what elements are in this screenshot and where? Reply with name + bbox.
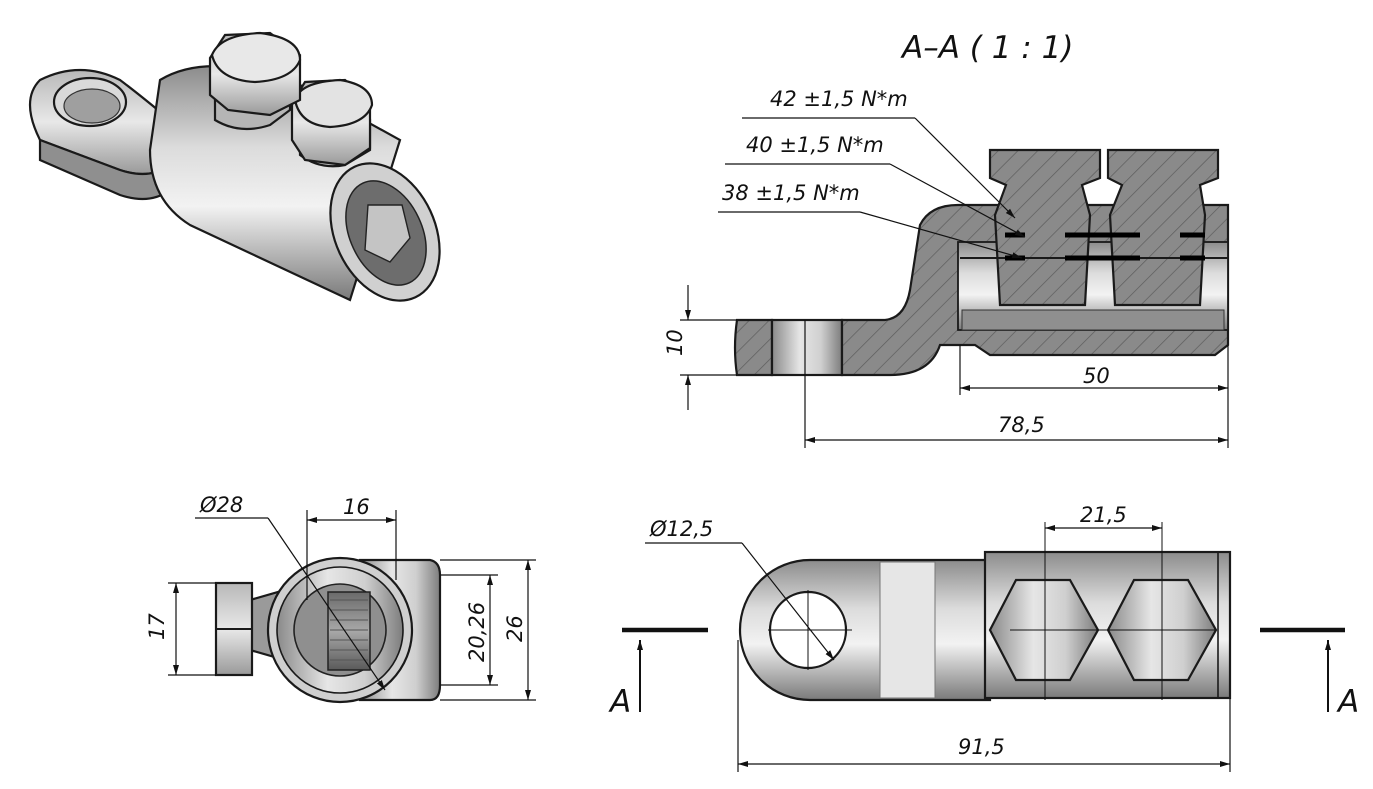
section-view-aa: A–A ( 1 : 1) 42 ±1,5 N*m 40 ±1,5 N*m [663, 30, 1230, 448]
section-marker-right: A [1260, 627, 1359, 720]
dim-section-total: 78,5 [998, 413, 1045, 437]
section-marker-left: A [608, 627, 708, 720]
dim-end-width: 16 [343, 495, 370, 519]
section-letter-right: A [1336, 684, 1359, 720]
torque-label-1: 42 ±1,5 N*m [770, 87, 908, 111]
bolt-back [208, 31, 302, 131]
dim-eye-diameter: Ø12,5 [649, 517, 713, 541]
torque-label-3: 38 ±1,5 N*m [722, 181, 860, 205]
dim-bolt-spacing: 21,5 [1080, 503, 1127, 527]
torque-callout-1: 42 ±1,5 N*m [742, 87, 1016, 219]
dim-end-height: 26 [503, 615, 527, 642]
section-title: A–A ( 1 : 1) [900, 30, 1073, 66]
dim-section-height: 10 [663, 329, 687, 356]
torque-label-2: 40 ±1,5 N*m [746, 133, 884, 157]
end-view: Ø28 16 17 20,26 26 [145, 493, 536, 704]
dim-barrel-length: 50 [1083, 364, 1110, 388]
bolt-front [290, 78, 374, 168]
torque-callout-3: 38 ±1,5 N*m [718, 181, 1023, 259]
dim-end-bolt: 17 [145, 613, 169, 640]
dim-overall-length: 91,5 [958, 735, 1005, 759]
torque-callout-2: 40 ±1,5 N*m [725, 133, 1026, 238]
top-view: 21,5 Ø12,5 91,5 A A [608, 503, 1359, 772]
section-letter-left: A [608, 684, 631, 720]
dim-end-diameter: Ø28 [199, 493, 243, 517]
isometric-view [29, 31, 441, 302]
dim-end-bore: 20,26 [465, 602, 489, 662]
